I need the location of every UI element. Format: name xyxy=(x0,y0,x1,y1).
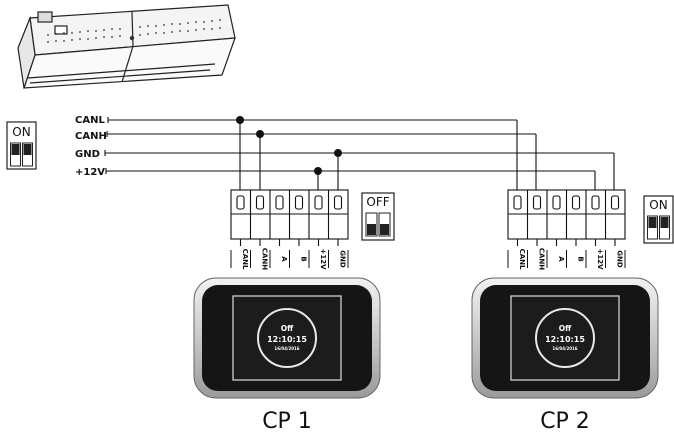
bus-label-canh: CANH xyxy=(75,131,107,142)
bus-label-12v: +12V xyxy=(75,167,105,178)
cp1-terminal-a: A xyxy=(280,256,288,262)
cp1-terminal-canl: CANL xyxy=(241,249,249,270)
cp2-terminal-block xyxy=(507,189,626,246)
cp2-terminal-canl: CANL xyxy=(518,249,526,270)
cp1-terminal-12v: +12V xyxy=(319,248,327,270)
cp1-terminal-gnd: GND xyxy=(339,250,347,268)
cp2-display-date: 16/04/2016 xyxy=(552,346,577,351)
main-dip-switch-label: ON xyxy=(12,125,30,139)
cp1-display-date: 16/04/2016 xyxy=(274,346,299,351)
cp2-terminal-a: A xyxy=(557,256,565,262)
bus-label-gnd: GND xyxy=(75,149,100,160)
cp2-terminal-canh: CANH xyxy=(538,248,546,270)
bus-label-canl: CANL xyxy=(75,115,105,126)
cp2-caption: CP 2 xyxy=(540,409,590,434)
cp1-caption: CP 1 xyxy=(262,409,312,434)
cp1-terminal-canh: CANH xyxy=(261,248,269,270)
cp1-terminal-labels: CANL CANH A B +12V GND xyxy=(230,248,349,270)
main-dip-switch: ON xyxy=(6,121,37,170)
cp2-terminal-b: B xyxy=(577,256,585,261)
cp1-dip-switch-label: OFF xyxy=(366,195,389,209)
cp1-display-status: Off xyxy=(281,324,294,333)
cp2-dip-switch: ON xyxy=(643,195,674,244)
cp1-terminal-b: B xyxy=(300,256,308,261)
cp2-terminal-gnd: GND xyxy=(616,250,624,268)
cp2-terminal-12v: +12V xyxy=(596,248,604,270)
controller-unit xyxy=(17,4,236,89)
cp1-dip-switch: OFF xyxy=(361,192,395,241)
cp1-panel: Off 12:10:15 16/04/2016 xyxy=(193,277,381,399)
bus-wires xyxy=(104,117,615,190)
cp2-dip-switch-label: ON xyxy=(649,198,667,212)
wire-junctions xyxy=(236,116,342,175)
cp2-terminal-labels: CANL CANH A B +12V GND xyxy=(507,248,626,270)
cp1-display-time: 12:10:15 xyxy=(267,335,307,344)
cp2-panel: Off 12:10:15 16/04/2016 xyxy=(471,277,659,399)
cp2-display-time: 12:10:15 xyxy=(545,335,585,344)
cp1-terminal-block xyxy=(230,189,349,246)
cp2-display-status: Off xyxy=(559,324,572,333)
